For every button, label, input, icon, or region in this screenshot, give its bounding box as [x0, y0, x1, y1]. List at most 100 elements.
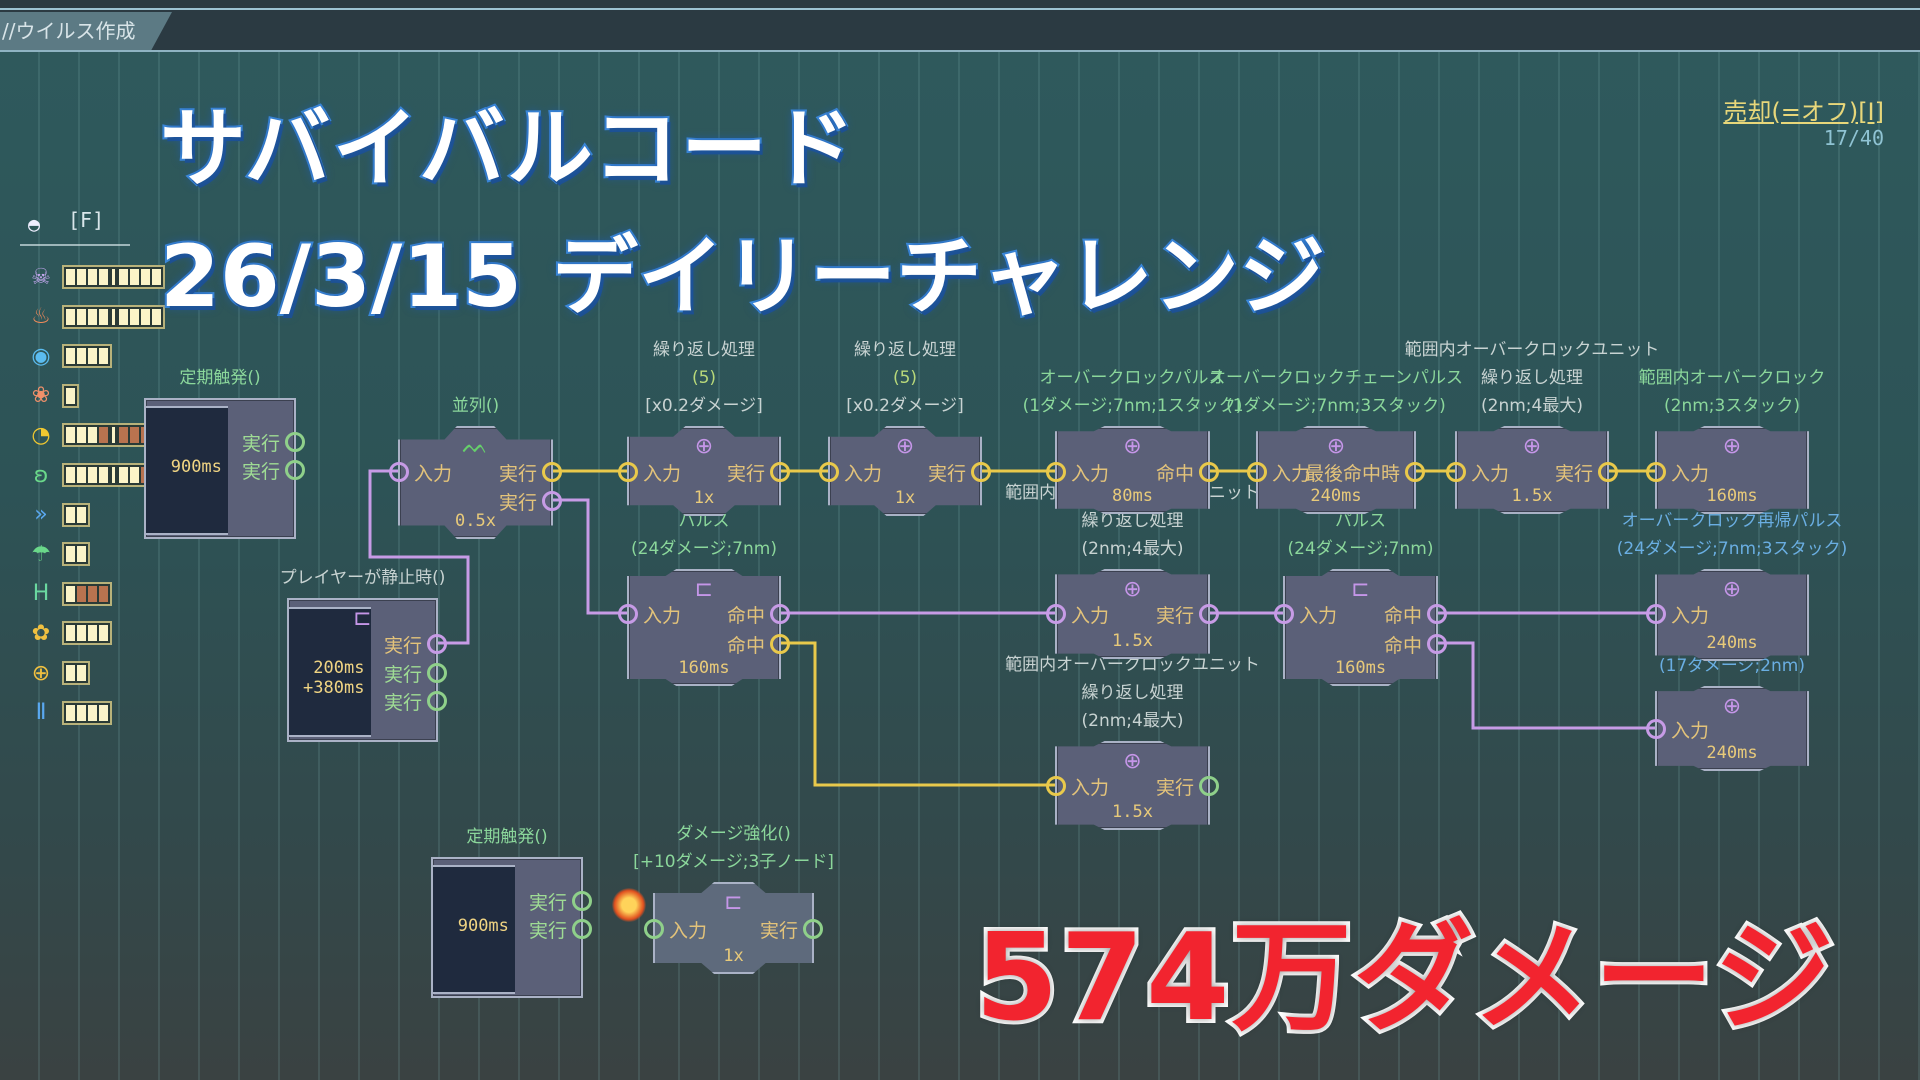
input-port[interactable] — [1274, 604, 1294, 624]
input-port[interactable] — [1046, 776, 1066, 796]
damage-burst-icon — [612, 888, 646, 922]
node-value: 240ms — [1310, 486, 1362, 506]
input-port-label: 入力 — [1272, 463, 1311, 485]
input-port-label: 入力 — [1671, 720, 1710, 742]
output-port[interactable] — [1405, 462, 1425, 482]
input-port[interactable] — [389, 462, 409, 482]
node-value: 240ms — [1706, 743, 1758, 763]
output-port[interactable] — [427, 634, 447, 654]
node-title-line: プレイヤーが静止時() — [279, 568, 446, 588]
sell-toggle-button[interactable]: 売却(=オフ)[I] — [1723, 98, 1884, 126]
stat-level-bar — [62, 265, 165, 289]
node-body — [1283, 569, 1438, 686]
stat-segment — [88, 269, 97, 285]
output-port[interactable] — [1199, 776, 1219, 796]
node-value: 1.5x — [1112, 802, 1153, 822]
output-port[interactable] — [427, 663, 447, 683]
input-port[interactable] — [1046, 604, 1066, 624]
node-body — [1055, 741, 1210, 830]
stat-segment — [112, 269, 115, 285]
node-title: 定期触発() — [466, 823, 547, 851]
input-port[interactable] — [1646, 462, 1666, 482]
skull-icon: ☠ — [31, 264, 51, 290]
node-title-line: (24ダメージ;7nm) — [1287, 539, 1434, 559]
input-port-label: 入力 — [1071, 777, 1110, 799]
output-port-label: 実行 — [383, 692, 422, 714]
stat-segment — [130, 308, 139, 325]
output-port[interactable] — [1199, 604, 1219, 624]
output-port[interactable] — [1199, 462, 1219, 482]
node-value: 1x — [693, 488, 715, 508]
output-port[interactable] — [1598, 462, 1618, 482]
stat-segment — [99, 269, 108, 285]
output-port[interactable] — [971, 462, 991, 482]
output-port[interactable] — [770, 604, 790, 624]
fire-icon: ♨ — [31, 304, 51, 330]
input-port[interactable] — [1646, 719, 1666, 739]
node-value: 1x — [723, 946, 744, 966]
output-port[interactable] — [572, 891, 592, 911]
node-value: 160ms — [1334, 658, 1387, 678]
output-port[interactable] — [770, 634, 790, 654]
output-port[interactable] — [285, 460, 305, 480]
node-body — [627, 426, 781, 516]
input-port[interactable] — [1446, 462, 1466, 482]
input-port[interactable] — [618, 462, 638, 482]
filter-toggle[interactable]: ◓ [F] — [20, 200, 130, 246]
stat-row: ⊕ — [26, 658, 90, 688]
input-port[interactable] — [644, 919, 664, 939]
output-port-label: 実行 — [498, 492, 537, 514]
stat-segment — [66, 585, 75, 602]
node-title: 繰り返し処理(5)[x0.2ダメージ] — [846, 336, 964, 420]
output-port[interactable] — [572, 919, 592, 939]
output-port[interactable] — [770, 462, 790, 482]
output-port[interactable] — [1427, 604, 1447, 624]
output-port[interactable] — [542, 491, 562, 511]
stat-segment — [77, 308, 86, 325]
node-title-line: ダメージ強化() — [676, 824, 791, 844]
stat-segment — [77, 704, 86, 721]
node-body — [1055, 426, 1210, 514]
node-title-line: 繰り返し処理 — [652, 340, 755, 360]
input-port-label: 入力 — [643, 463, 682, 485]
input-port[interactable] — [1646, 604, 1666, 624]
node-title-line: 繰り返し処理 — [1081, 511, 1184, 531]
output-port[interactable] — [427, 691, 447, 711]
output-port-label: 実行 — [528, 920, 567, 942]
stat-segment — [130, 427, 139, 444]
top-bar-rule — [0, 8, 1920, 10]
input-port[interactable] — [819, 462, 839, 482]
stat-row: » — [26, 500, 90, 530]
node-title: パルス(24ダメージ;7nm) — [1288, 507, 1434, 563]
stat-segment — [66, 427, 75, 444]
stat-segment — [152, 269, 161, 285]
input-port[interactable] — [618, 604, 638, 624]
output-port[interactable] — [285, 432, 305, 452]
output-port[interactable] — [803, 919, 823, 939]
tab-virus-creation[interactable]: //ウイルス作成 — [0, 12, 172, 50]
input-port[interactable] — [1046, 462, 1066, 482]
output-port[interactable] — [542, 462, 562, 482]
stat-segment — [66, 269, 75, 285]
split-icon: ⊏ — [724, 890, 743, 915]
input-port[interactable] — [1247, 462, 1267, 482]
output-port[interactable] — [1427, 634, 1447, 654]
node-title-line: 繰り返し処理 — [853, 340, 956, 360]
